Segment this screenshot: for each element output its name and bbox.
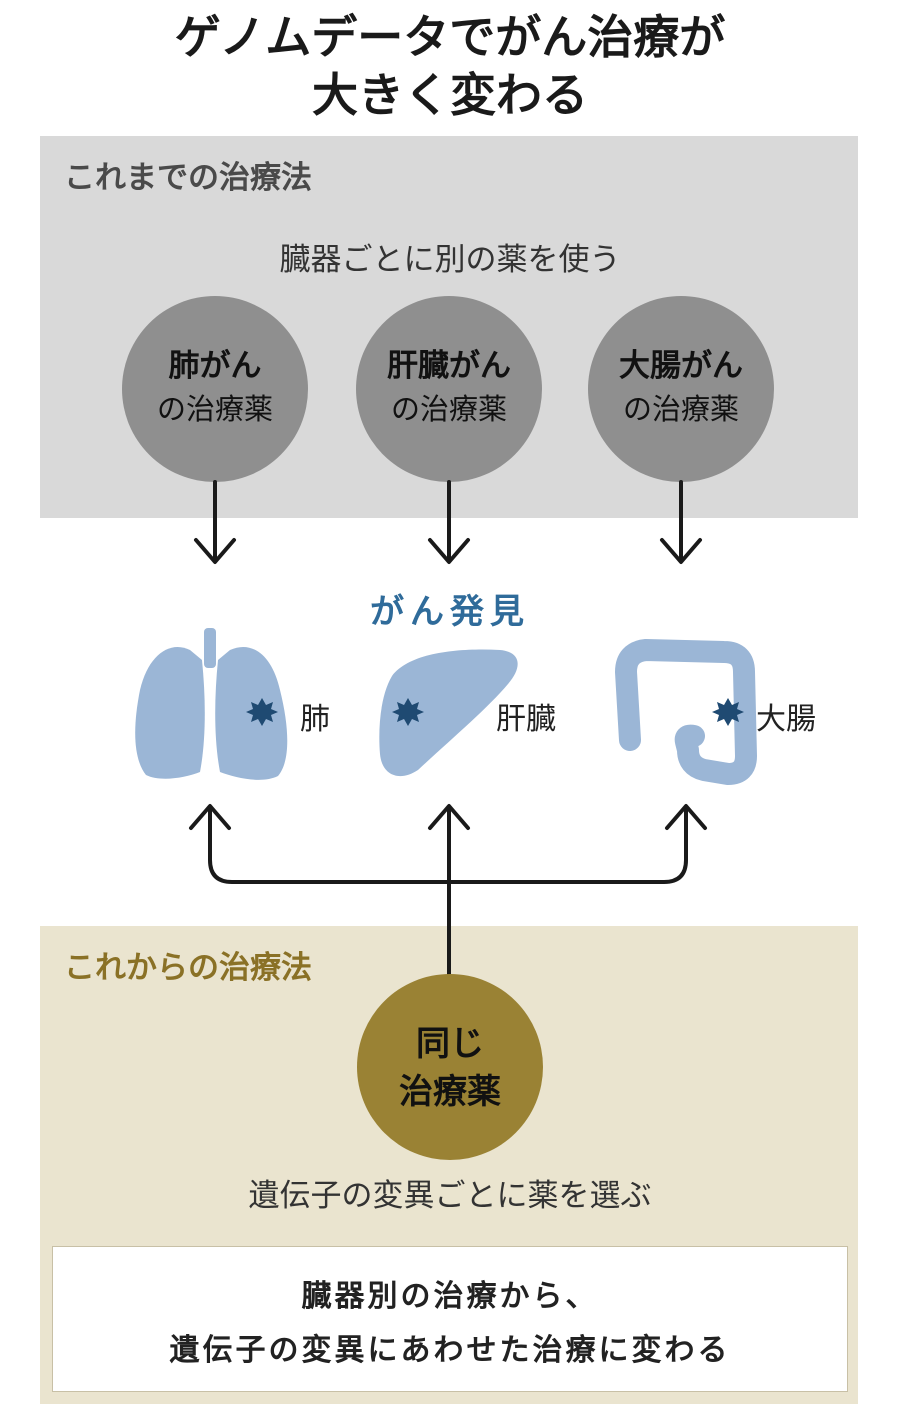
colon-cancer-drug-circle: 大腸がん の治療薬 — [588, 296, 774, 482]
colon-cancer-drug-line-2: の治療薬 — [622, 392, 739, 426]
liver-cancer-drug-circle: 肝臓がん の治療薬 — [356, 296, 542, 482]
tumor-markers — [246, 698, 744, 726]
colon-tumor-icon — [712, 698, 744, 726]
organ-label-colon: 大腸 — [756, 702, 816, 737]
title-line-2: 大きく変わる — [312, 68, 588, 122]
organ-label-lung: 肺 — [300, 702, 330, 737]
summary-line-1: 臓器別の治療から、 — [301, 1279, 599, 1314]
same-drug-line-2: 治療薬 — [399, 1072, 501, 1112]
arrow-down-liver — [428, 480, 470, 564]
old-method-label: これまでの治療法 — [64, 160, 312, 196]
arrow-down-lung — [194, 480, 236, 564]
summary-line-2: 遺伝子の変異にあわせた治療に変わる — [169, 1333, 731, 1368]
colon-cancer-drug-line-1: 大腸がん — [619, 348, 743, 384]
cancer-discovery-label: がん発見 — [370, 592, 530, 632]
colon-icon — [615, 639, 757, 785]
arrow-up-branches — [189, 804, 707, 978]
liver-icon — [379, 649, 518, 777]
title-line-1: ゲノムデータでがん治療が — [174, 10, 726, 64]
liver-cancer-drug-line-1: 肝臓がん — [387, 348, 511, 384]
same-drug-line-1: 同じ — [416, 1024, 484, 1064]
new-method-label: これからの治療法 — [64, 950, 312, 986]
lung-tumor-icon — [246, 698, 278, 726]
old-method-subtitle: 臓器ごとに別の薬を使う — [279, 242, 621, 278]
summary-box: 臓器別の治療から、 遺伝子の変異にあわせた治療に変わる — [52, 1246, 848, 1392]
lung-cancer-drug-line-1: 肺がん — [168, 348, 262, 384]
organ-label-liver: 肝臓 — [496, 702, 556, 737]
liver-tumor-icon — [392, 698, 424, 726]
liver-cancer-drug-line-2: の治療薬 — [390, 392, 507, 426]
arrow-down-colon — [660, 480, 702, 564]
lung-cancer-drug-circle: 肺がん の治療薬 — [122, 296, 308, 482]
new-method-subtitle: 遺伝子の変異ごとに薬を選ぶ — [248, 1178, 652, 1214]
same-drug-circle: 同じ 治療薬 — [357, 974, 543, 1160]
lung-cancer-drug-line-2: の治療薬 — [156, 392, 273, 426]
